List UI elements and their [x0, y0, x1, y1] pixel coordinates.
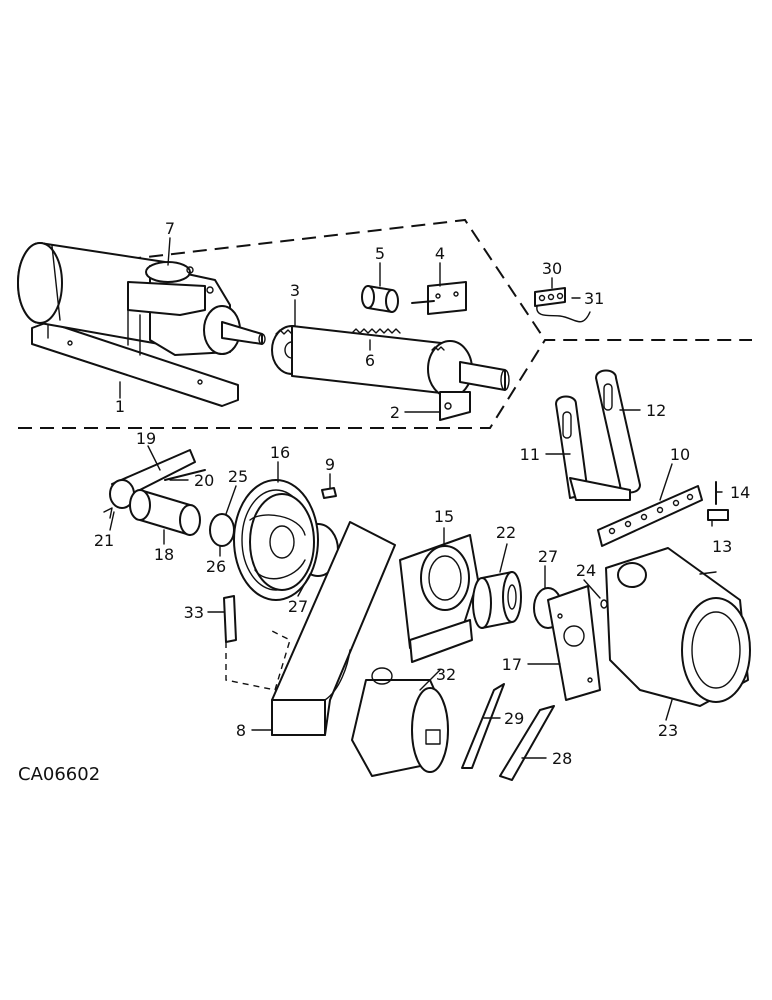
callout-16: 16: [270, 443, 290, 462]
callout-19: 19: [136, 429, 156, 448]
section-dividers: [17, 218, 752, 429]
leader-lines: [109, 237, 723, 759]
drawing-code: CA06602: [18, 764, 100, 785]
callout-3: 3: [290, 281, 300, 300]
callout-33: 33: [184, 603, 204, 622]
callout-28: 28: [552, 749, 572, 768]
callout-17: 17: [502, 655, 522, 674]
callout-12: 12: [646, 401, 666, 420]
part-bushing: [361, 285, 399, 313]
part-flange-plate: [547, 585, 601, 701]
part-motor: [17, 242, 266, 356]
part-bearing-housing: [399, 534, 479, 663]
part-slotted-straps: [555, 369, 641, 501]
callout-8: 8: [236, 721, 246, 740]
callout-24: 24: [576, 561, 596, 580]
callout-21: 21: [94, 531, 114, 550]
part-braces: [461, 683, 555, 781]
part-key: [321, 487, 337, 499]
callout-30: 30: [542, 259, 562, 278]
callout-labels: 1 2 3 4 5 6 7 8 9 10 11 12 13 14 15 16 1…: [94, 219, 751, 768]
callout-25: 25: [228, 467, 248, 486]
part-belt-guard: [271, 521, 396, 736]
part-bearing: [472, 571, 522, 629]
callout-2: 2: [390, 403, 400, 422]
callout-14: 14: [730, 483, 750, 502]
part-gearbox: [605, 547, 751, 707]
callout-27a: 27: [288, 597, 308, 616]
part-pulley: [233, 479, 319, 601]
callout-23: 23: [658, 721, 678, 740]
callout-11: 11: [520, 445, 540, 464]
callout-4: 4: [435, 244, 445, 263]
callout-22: 22: [496, 523, 516, 542]
part-pin-bolt: [707, 481, 729, 527]
callout-13: 13: [712, 537, 732, 556]
callout-20: 20: [194, 471, 214, 490]
callout-26: 26: [206, 557, 226, 576]
callout-5: 5: [375, 244, 385, 263]
callout-7: 7: [165, 219, 175, 238]
callout-15: 15: [434, 507, 454, 526]
part-drum-motor: [351, 667, 449, 777]
part-small-pin: [600, 599, 608, 609]
callout-29: 29: [504, 709, 524, 728]
part-spring: [351, 328, 401, 334]
callout-32: 32: [436, 665, 456, 684]
part-belt: [223, 595, 291, 691]
part-idler-arm: [103, 449, 206, 536]
callout-6: 6: [365, 351, 375, 370]
callout-1: 1: [115, 397, 125, 416]
callout-27b: 27: [538, 547, 558, 566]
callout-10: 10: [670, 445, 690, 464]
callout-31: 31: [584, 289, 604, 308]
callout-9: 9: [325, 455, 335, 474]
part-connector: [534, 287, 591, 323]
part-shaft-tube: [291, 325, 510, 421]
part-plate-stud: [411, 281, 467, 315]
callout-18: 18: [154, 545, 174, 564]
part-perforated-bar: [597, 485, 703, 547]
